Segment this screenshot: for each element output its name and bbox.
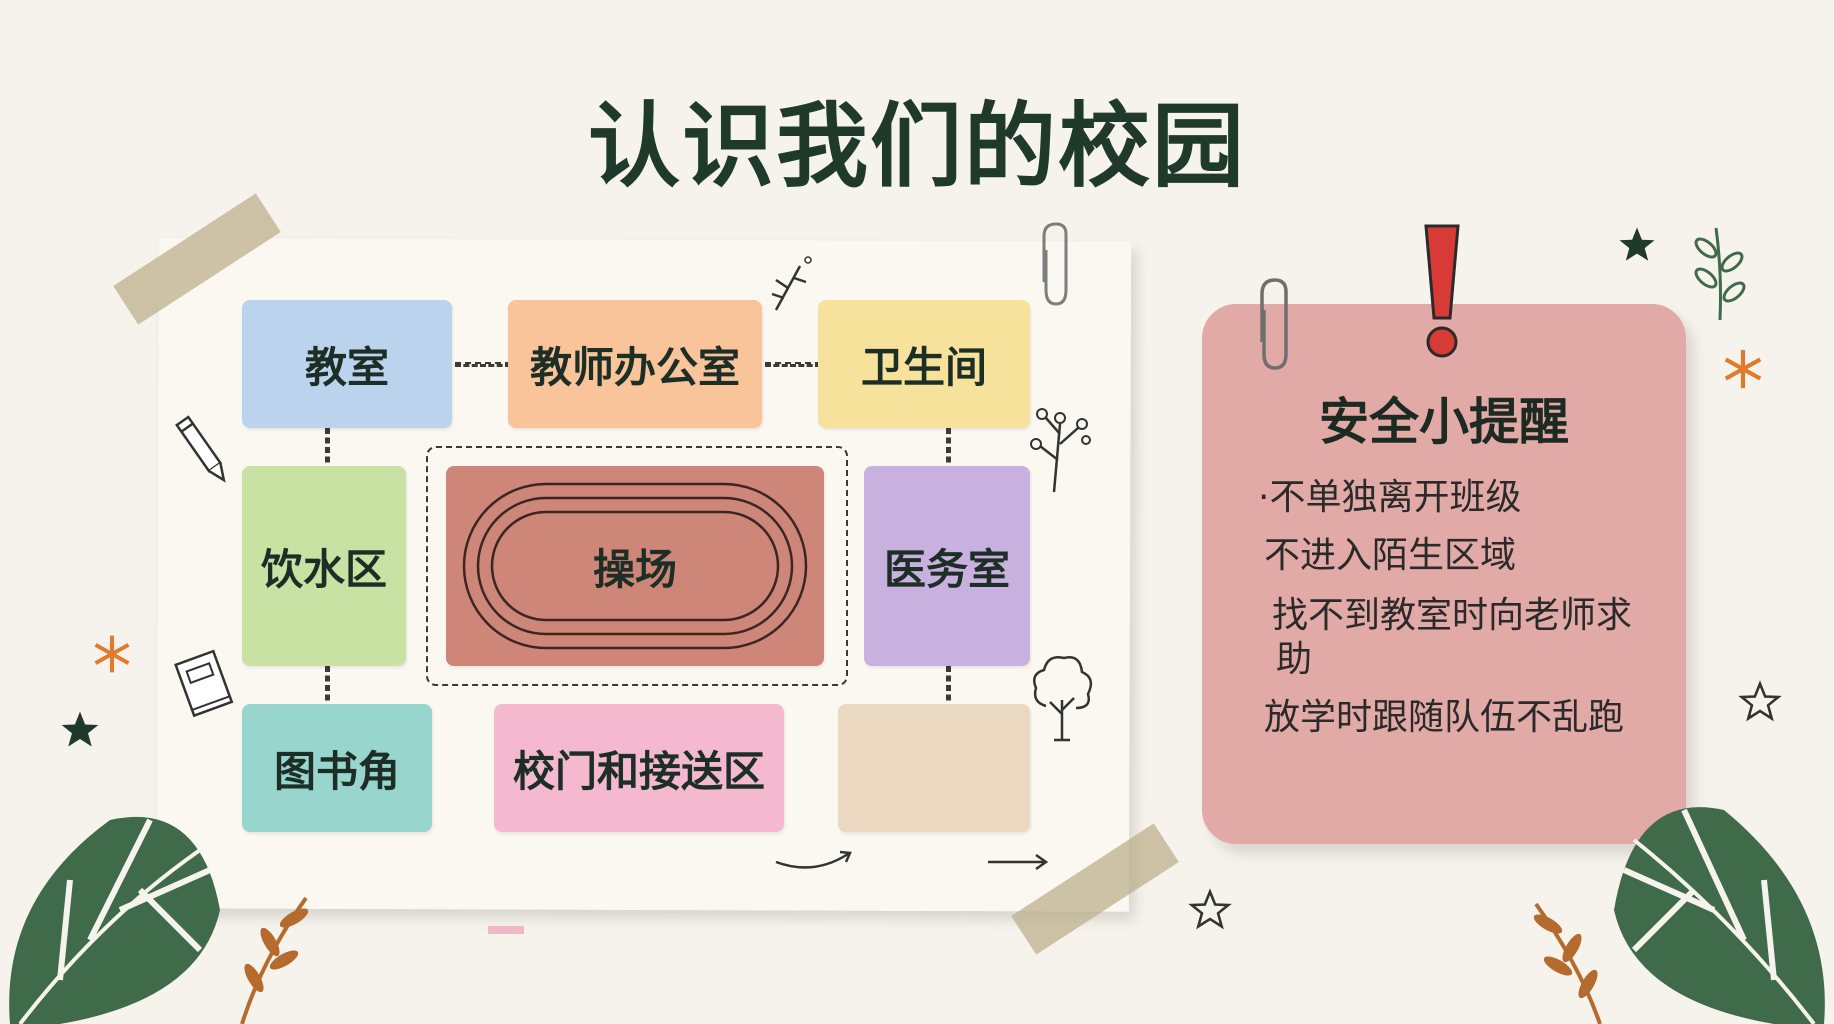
room-library-corner[interactable]: 图书角 — [242, 704, 432, 832]
reminder-tip: 找不到教室时向老师求 — [1272, 595, 1633, 636]
reminder-tip: 不进入陌生区域 — [1264, 535, 1517, 576]
branch-icon — [1030, 408, 1091, 493]
reminder-title: 安全小提醒 — [1319, 393, 1569, 451]
asterisk-icon — [94, 635, 130, 673]
paperclip-icon — [1260, 278, 1288, 370]
room-blank — [838, 704, 1030, 832]
asterisk-icon — [1724, 349, 1762, 389]
tree-icon — [1033, 656, 1093, 742]
twig-icon — [1533, 902, 1602, 1024]
star-icon — [1619, 227, 1655, 261]
safety-reminder-card — [1202, 304, 1686, 844]
room-water-area[interactable]: 饮水区 — [242, 466, 406, 666]
connector-line — [765, 362, 821, 367]
reminder-tip: ·不单独离开班级 — [1258, 477, 1522, 518]
star-outline-icon — [1738, 680, 1782, 722]
paperclip-icon — [1042, 222, 1068, 306]
arrow-icon — [775, 850, 852, 869]
connector-line — [455, 362, 511, 367]
reminder-tip: 放学时跟随队伍不乱跑 — [1264, 697, 1625, 738]
room-teacher-office[interactable]: 教师办公室 — [508, 300, 762, 428]
room-playground-label: 操场 — [592, 544, 677, 594]
leaf-sprig-icon — [1694, 227, 1746, 321]
pencil-icon — [175, 415, 226, 483]
running-track-icon — [462, 482, 808, 650]
arrow-icon — [988, 853, 1049, 871]
exclamation-icon — [1424, 224, 1460, 358]
playground-dashed-frame — [426, 446, 848, 686]
room-classroom[interactable]: 教室 — [242, 300, 452, 428]
room-playground[interactable]: 操场 — [446, 466, 824, 666]
pink-mark — [488, 926, 524, 934]
book-icon — [174, 649, 234, 718]
reminder-tip: 助 — [1276, 639, 1313, 680]
star-outline-icon — [1188, 888, 1232, 930]
monstera-leaf-icon — [9, 816, 220, 1024]
page-title: 认识我们的校园 — [587, 93, 1246, 200]
star-icon — [61, 711, 99, 747]
sprout-icon — [771, 256, 812, 311]
room-clinic[interactable]: 医务室 — [864, 466, 1030, 666]
monstera-leaf-icon — [1614, 807, 1825, 1024]
room-gate-pickup[interactable]: 校门和接送区 — [494, 704, 784, 832]
room-restroom[interactable]: 卫生间 — [818, 300, 1030, 428]
twig-icon — [240, 896, 309, 1024]
